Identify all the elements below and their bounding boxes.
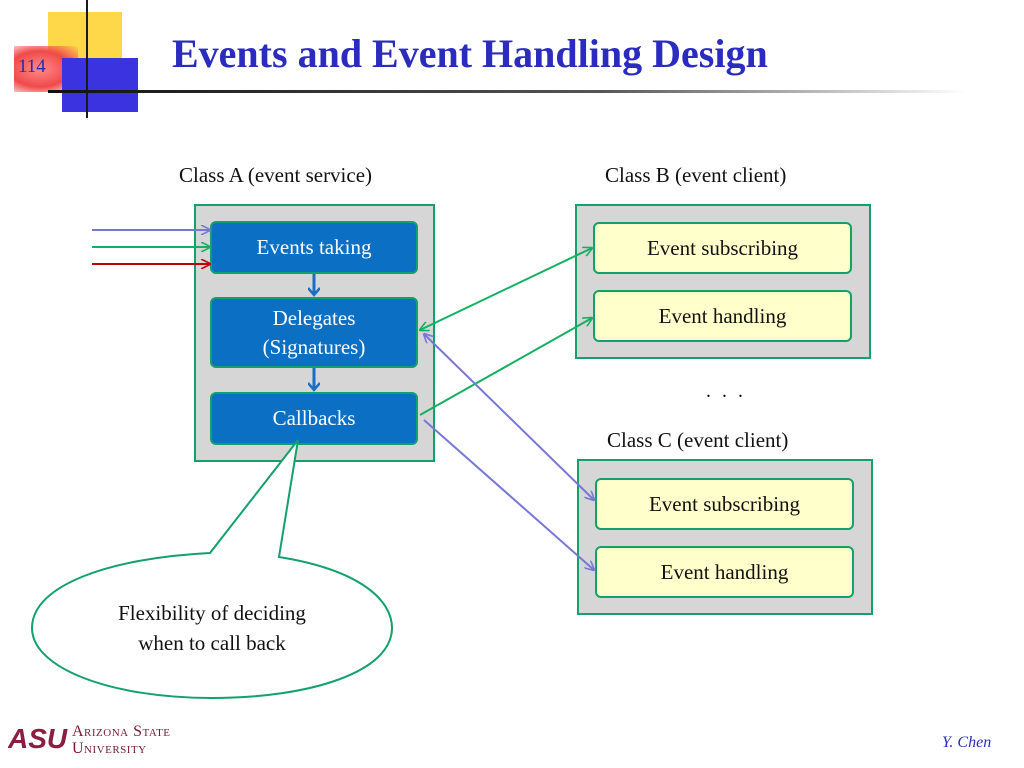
asu-logo-mark: ASU [8,723,68,754]
header-decoration-blue [62,58,138,112]
class-c-event-handling-label: Event handling [660,559,789,584]
callout-text: Flexibility of deciding when to call bac… [62,598,362,659]
class-c-event-subscribing-label: Event subscribing [648,491,801,516]
class-b-event-handling-label: Event handling [658,303,787,328]
asu-logo-name: Arizona State University [72,723,171,758]
callout-line-2: when to call back [138,631,286,656]
ellipsis: . . . [706,380,746,402]
class-b-event-handling-box: Event handling [593,290,852,342]
delegates-box: Delegates (Signatures) [210,297,418,368]
signatures-label: (Signatures) [262,334,366,359]
callbacks-box: Callbacks [210,392,418,445]
slide-title: Events and Event Handling Design [172,31,768,76]
class-c-event-subscribing-box: Event subscribing [595,478,854,530]
delegates-label: Delegates [272,306,356,331]
events-taking-label: Events taking [256,235,372,260]
slide-number: 114 [18,56,46,77]
class-a-label: Class A (event service) [179,163,373,187]
class-b-label: Class B (event client) [605,163,787,187]
arrow-callbacks-to-class-b-handling [419,318,592,416]
callbacks-label: Callbacks [272,406,356,431]
class-c-event-handling-box: Event handling [595,546,854,598]
header-decoration-horizontal-line [48,90,968,93]
header-decoration-vertical-line [86,0,88,118]
class-b-event-subscribing-box: Event subscribing [593,222,852,274]
events-taking-box: Events taking [210,221,418,274]
arrow-delegates-to-class-c-subscribe [424,334,594,500]
author: Y. Chen [942,734,992,751]
class-b-event-subscribing-label: Event subscribing [646,235,799,260]
asu-logo-line-1: Arizona State [72,723,171,740]
arrow-class-b-subscribe-to-delegates [420,248,592,330]
class-c-label: Class C (event client) [607,428,789,452]
arrow-callbacks-to-class-c-handling [423,419,594,570]
callout-line-1: Flexibility of deciding [118,601,306,625]
callout-bubble [30,439,394,700]
asu-logo-line-2: University [72,739,147,757]
svg-text:ASU: ASU [8,723,68,754]
